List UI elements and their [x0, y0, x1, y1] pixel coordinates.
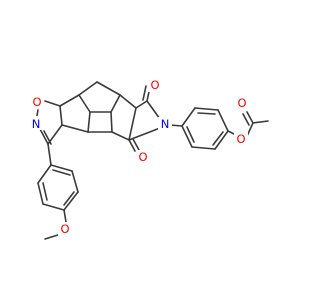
bond — [61, 124, 89, 133]
bond — [47, 143, 52, 166]
label-background — [234, 132, 248, 146]
bond — [128, 127, 161, 141]
bond — [128, 139, 136, 152]
bond — [128, 107, 137, 141]
bond — [111, 131, 130, 141]
label-background — [136, 150, 150, 164]
bond — [63, 209, 67, 223]
atom-labels: O N N O O O O O — [29, 78, 249, 236]
isoxazoline-nitrogen-label: N — [32, 117, 41, 131]
label-background — [29, 116, 43, 130]
bond — [96, 81, 121, 96]
bond — [50, 164, 73, 172]
label-background — [30, 95, 44, 109]
label-background — [58, 222, 72, 236]
bond — [78, 94, 91, 113]
bond — [212, 131, 224, 146]
imide-carbonyl-oxygen-top-label: O — [150, 78, 159, 92]
bond — [37, 182, 44, 205]
imide-carbonyl-oxygen-bottom-label: O — [138, 150, 147, 164]
bond — [119, 94, 137, 109]
bond — [181, 125, 193, 148]
bond — [63, 191, 79, 211]
bond — [42, 182, 48, 201]
label-background — [235, 96, 249, 110]
bond — [191, 146, 216, 150]
bond — [59, 94, 80, 107]
isoxazoline-oxygen-label: O — [32, 95, 41, 109]
bond — [42, 203, 65, 211]
imide-nitrogen-label: N — [161, 117, 170, 131]
structure-diagram: O N N O O O O O — [29, 78, 269, 240]
bond — [135, 100, 148, 109]
bond — [87, 111, 91, 133]
bond — [246, 111, 254, 124]
label-background — [148, 78, 162, 92]
bond — [146, 100, 161, 120]
bond-skeleton — [35, 81, 269, 240]
bond — [217, 109, 229, 132]
bond — [132, 138, 140, 151]
bond — [181, 107, 196, 127]
bond — [59, 105, 63, 126]
bond — [63, 191, 75, 206]
bond — [71, 170, 79, 193]
ester-oxygen-label: O — [236, 132, 245, 146]
bond — [39, 128, 49, 145]
bond — [142, 85, 147, 101]
bond — [78, 81, 98, 96]
methoxy-oxygen-label: O — [60, 222, 69, 236]
molecule-canvas: O N N O O O O O — [29, 78, 269, 240]
bond — [242, 113, 250, 126]
bond — [194, 107, 219, 111]
bond — [37, 164, 52, 184]
bond — [197, 112, 216, 115]
bond — [47, 124, 63, 145]
bond — [186, 126, 195, 143]
bond — [110, 94, 121, 113]
bond — [44, 100, 61, 107]
bond — [214, 130, 229, 150]
bond — [110, 111, 113, 133]
bond — [52, 169, 71, 176]
acetyl-carbonyl-oxygen-label: O — [237, 96, 246, 110]
label-background — [158, 117, 172, 131]
bond — [252, 120, 269, 124]
